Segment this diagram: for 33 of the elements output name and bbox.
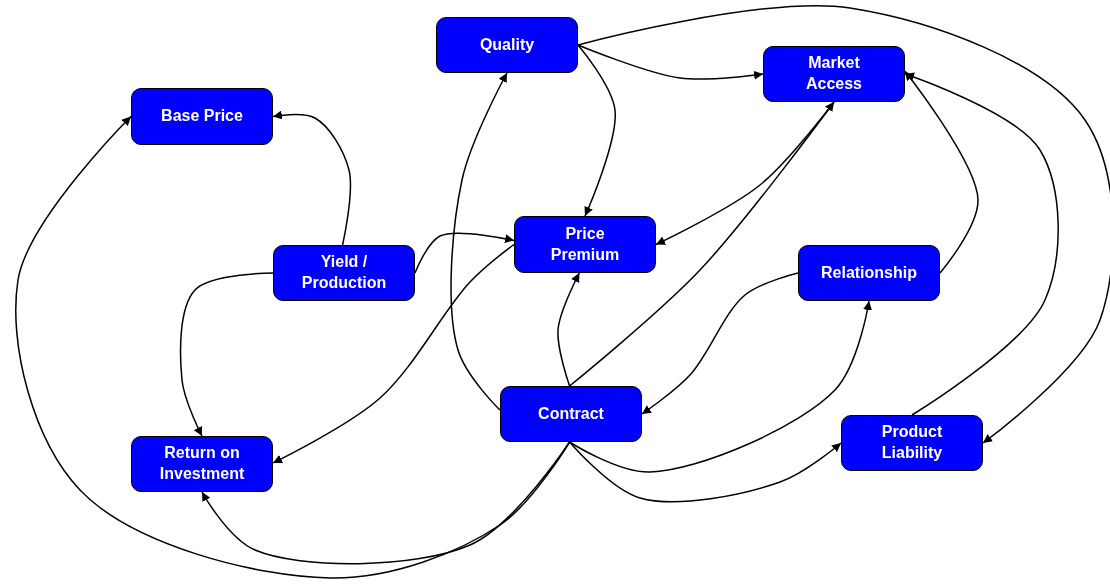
arrow: [577, 44, 616, 217]
concept-box: [798, 245, 940, 301]
node-label: Product Liability: [880, 422, 944, 463]
node-label: Return on Investment: [158, 443, 246, 484]
arrow: [641, 272, 799, 415]
arrow: [414, 232, 515, 274]
concept-box: [841, 415, 983, 471]
arrow: [568, 300, 872, 473]
concept-box: [500, 386, 642, 442]
arrow: [568, 441, 842, 503]
node-label: Quality: [478, 34, 536, 55]
concept-box: [131, 88, 273, 145]
arrow: [272, 110, 352, 246]
node-label: Market Access: [804, 53, 863, 94]
concept-box: [514, 216, 656, 273]
arrow: [577, 44, 764, 80]
arrow: [568, 101, 835, 387]
concept-box: [763, 46, 905, 102]
arrow: [557, 272, 581, 387]
node-label: Price Premium: [549, 223, 621, 265]
arrow: [450, 72, 508, 411]
arrow: [272, 243, 515, 464]
arrow: [904, 70, 979, 274]
arrow: [15, 115, 571, 579]
node-label: Yield / Production: [300, 252, 388, 293]
concept-box: [131, 436, 273, 492]
concept-box: [273, 245, 415, 301]
node-label: Relationship: [820, 262, 918, 283]
node-label: Contract: [537, 403, 605, 424]
node-label: Base Price: [160, 106, 244, 127]
concept-box: [436, 17, 578, 73]
arrow: [179, 272, 274, 437]
arrow: [577, 5, 1110, 444]
